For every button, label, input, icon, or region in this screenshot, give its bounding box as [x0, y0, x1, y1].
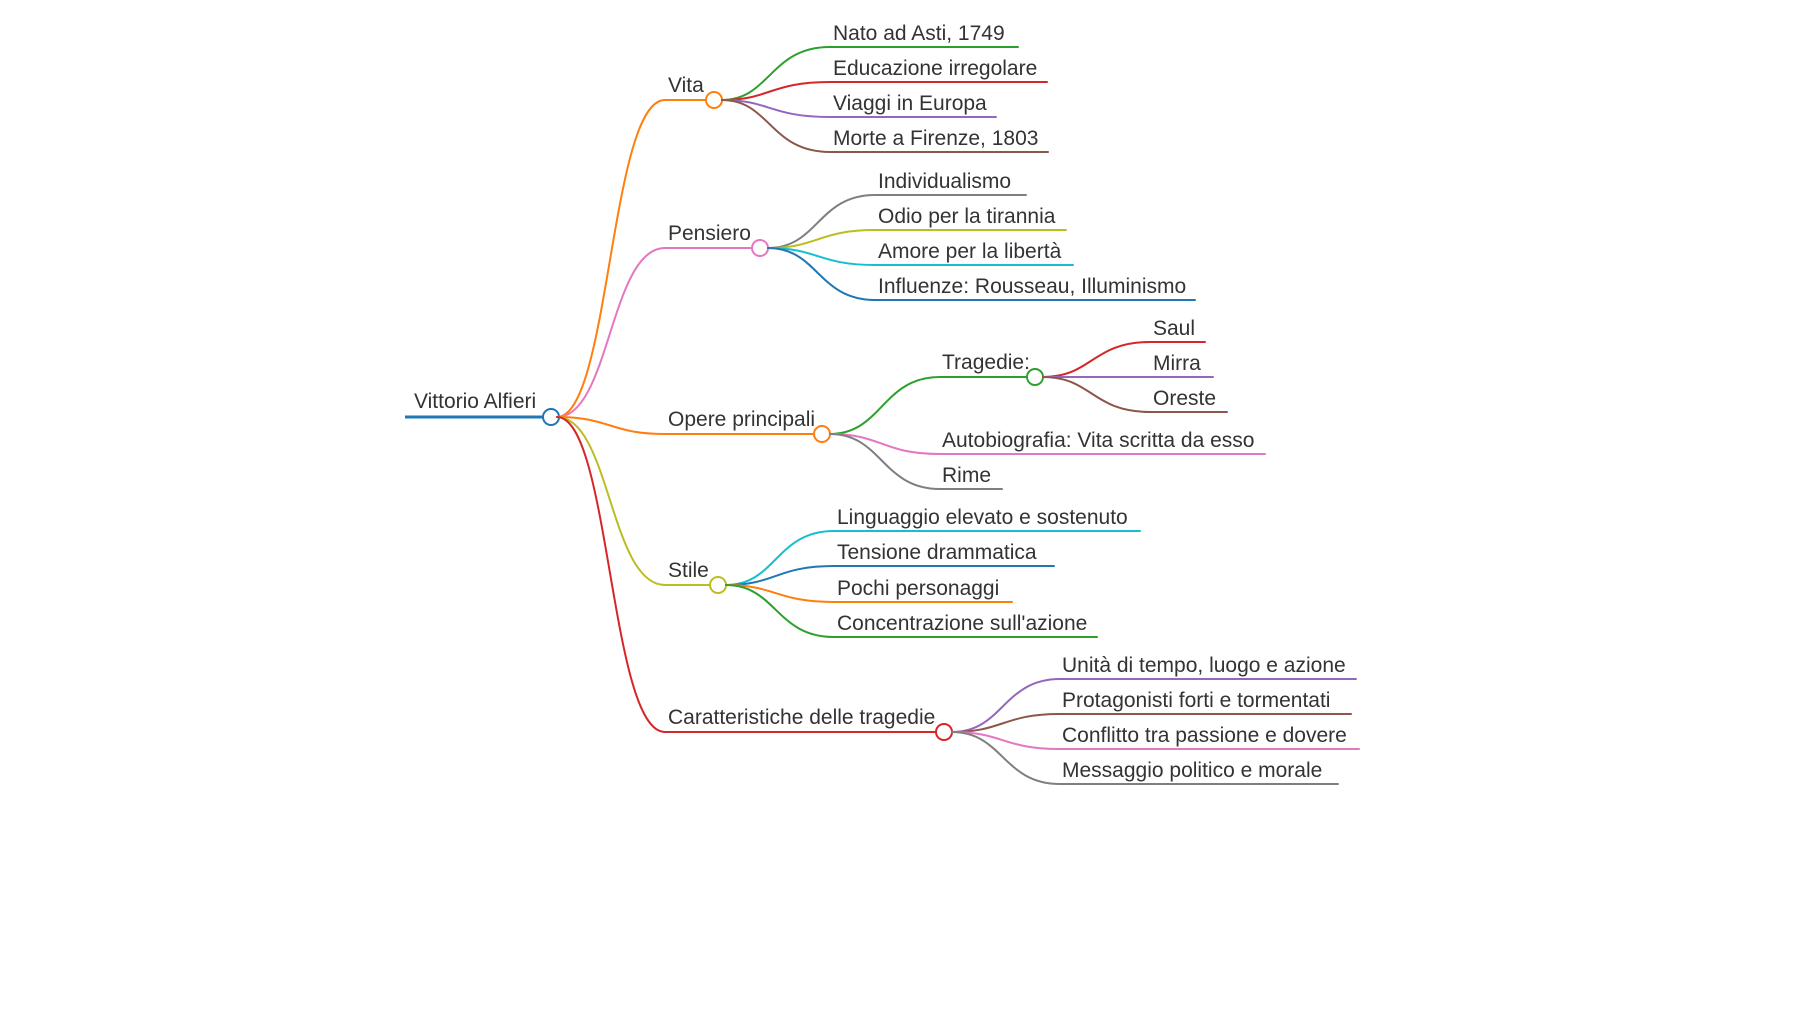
- leaf-node[interactable]: Oreste: [1042, 376, 1228, 413]
- branch-connector: [556, 416, 945, 733]
- root-node[interactable]: Vittorio Alfieri: [405, 390, 560, 426]
- leaf-label: Individualismo: [878, 170, 1011, 193]
- leaf-connector: [721, 99, 1049, 153]
- leaf-connector: [767, 229, 1067, 249]
- leaf-connector: [1042, 341, 1206, 378]
- leaf-node[interactable]: Conflitto tra passione e dovere: [951, 724, 1360, 750]
- branch-connector: [556, 416, 719, 586]
- branch-label-caratteristiche: Caratteristiche delle tragedie: [668, 706, 935, 729]
- leaf-connector: [721, 81, 1048, 101]
- leaf-node[interactable]: Mirra: [1042, 352, 1214, 378]
- leaf-label: Linguaggio elevato e sostenuto: [837, 506, 1128, 529]
- leaf-connector: [951, 713, 1352, 733]
- leaf-label: Amore per la libertà: [878, 240, 1062, 263]
- leaf-label: Messaggio politico e morale: [1062, 759, 1322, 782]
- leaf-node[interactable]: Tensione drammatica: [725, 541, 1055, 586]
- leaf-connector: [1042, 376, 1228, 413]
- sub-branch-toggle-tragedie[interactable]: [1026, 368, 1044, 386]
- leaf-label: Autobiografia: Vita scritta da esso: [942, 429, 1254, 452]
- leaf-node[interactable]: Nato ad Asti, 1749: [721, 22, 1019, 101]
- leaf-node[interactable]: Saul: [1042, 317, 1206, 378]
- leaf-connector: [725, 584, 1098, 638]
- leaf-connector: [725, 584, 1013, 603]
- branch-opere-principali[interactable]: Opere principali Tragedie: Saul Mirra Or…: [556, 317, 1266, 490]
- leaf-label: Pochi personaggi: [837, 577, 999, 600]
- leaf-label: Odio per la tirannia: [878, 205, 1056, 228]
- leaf-connector: [767, 194, 1027, 249]
- leaf-label: Concentrazione sull'azione: [837, 612, 1087, 635]
- leaf-connector: [829, 433, 1266, 455]
- leaf-node[interactable]: Messaggio politico e morale: [951, 731, 1339, 785]
- leaf-connector: [721, 99, 997, 118]
- leaf-node[interactable]: Educazione irregolare: [721, 57, 1048, 101]
- leaf-node[interactable]: Autobiografia: Vita scritta da esso: [829, 429, 1266, 455]
- branch-toggle-opere-principali[interactable]: [813, 425, 831, 443]
- branch-label-stile: Stile: [668, 559, 709, 582]
- branch-caratteristiche-delle-tragedie[interactable]: Caratteristiche delle tragedie Unità di …: [556, 416, 1360, 785]
- leaf-node[interactable]: Odio per la tirannia: [767, 205, 1067, 249]
- leaf-label: Unità di tempo, luogo e azione: [1062, 654, 1346, 677]
- branch-label-opere-principali: Opere principali: [668, 408, 815, 431]
- leaf-node[interactable]: Viaggi in Europa: [721, 92, 997, 118]
- leaf-connector: [767, 247, 1196, 301]
- branch-toggle-caratteristiche[interactable]: [935, 723, 953, 741]
- branch-pensiero[interactable]: Pensiero Individualismo Odio per la tira…: [556, 170, 1196, 418]
- leaf-node[interactable]: Morte a Firenze, 1803: [721, 99, 1049, 153]
- branch-connector: [556, 416, 823, 435]
- leaf-label: Educazione irregolare: [833, 57, 1037, 80]
- leaf-label: Oreste: [1153, 387, 1216, 410]
- leaf-label: Influenze: Rousseau, Illuminismo: [878, 275, 1186, 298]
- sub-branch-label-tragedie: Tragedie:: [942, 351, 1030, 374]
- branch-connector: [556, 99, 715, 418]
- branch-toggle-stile[interactable]: [709, 576, 727, 594]
- leaf-connector: [721, 46, 1019, 101]
- leaf-node[interactable]: Linguaggio elevato e sostenuto: [725, 506, 1141, 586]
- branch-vita[interactable]: Vita Nato ad Asti, 1749 Educazione irreg…: [556, 22, 1049, 418]
- branch-stile[interactable]: Stile Linguaggio elevato e sostenuto Ten…: [556, 416, 1141, 638]
- leaf-node[interactable]: Amore per la libertà: [767, 240, 1074, 266]
- leaf-label: Tensione drammatica: [837, 541, 1037, 564]
- leaf-label: Mirra: [1153, 352, 1201, 375]
- branch-label-vita: Vita: [668, 74, 704, 97]
- branch-toggle-vita[interactable]: [705, 91, 723, 109]
- leaf-connector: [767, 247, 1074, 266]
- leaf-label: Protagonisti forti e tormentati: [1062, 689, 1330, 712]
- sub-branch-tragedie[interactable]: Tragedie: Saul Mirra Oreste: [829, 317, 1228, 435]
- leaf-label: Viaggi in Europa: [833, 92, 987, 115]
- sub-branch-connector: [829, 376, 1036, 435]
- leaf-label: Conflitto tra passione e dovere: [1062, 724, 1347, 747]
- leaf-node[interactable]: Rime: [829, 433, 1003, 490]
- leaf-label: Morte a Firenze, 1803: [833, 127, 1038, 150]
- leaf-label: Saul: [1153, 317, 1195, 340]
- leaf-node[interactable]: Individualismo: [767, 170, 1027, 249]
- leaf-node[interactable]: Protagonisti forti e tormentati: [951, 689, 1352, 733]
- leaf-node[interactable]: Unità di tempo, luogo e azione: [951, 654, 1357, 733]
- branch-connector: [556, 247, 761, 418]
- leaf-connector: [725, 530, 1141, 586]
- leaf-connector: [725, 565, 1055, 586]
- leaf-node[interactable]: Influenze: Rousseau, Illuminismo: [767, 247, 1196, 301]
- leaf-node[interactable]: Pochi personaggi: [725, 577, 1013, 603]
- leaf-label: Rime: [942, 464, 991, 487]
- leaf-connector: [829, 433, 1003, 490]
- leaf-connector: [951, 678, 1357, 733]
- leaf-connector: [951, 731, 1360, 750]
- root-label: Vittorio Alfieri: [414, 390, 536, 413]
- leaf-connector: [951, 731, 1339, 785]
- leaf-node[interactable]: Concentrazione sull'azione: [725, 584, 1098, 638]
- branch-label-pensiero: Pensiero: [668, 222, 751, 245]
- leaf-label: Nato ad Asti, 1749: [833, 22, 1005, 45]
- branch-toggle-pensiero[interactable]: [751, 239, 769, 257]
